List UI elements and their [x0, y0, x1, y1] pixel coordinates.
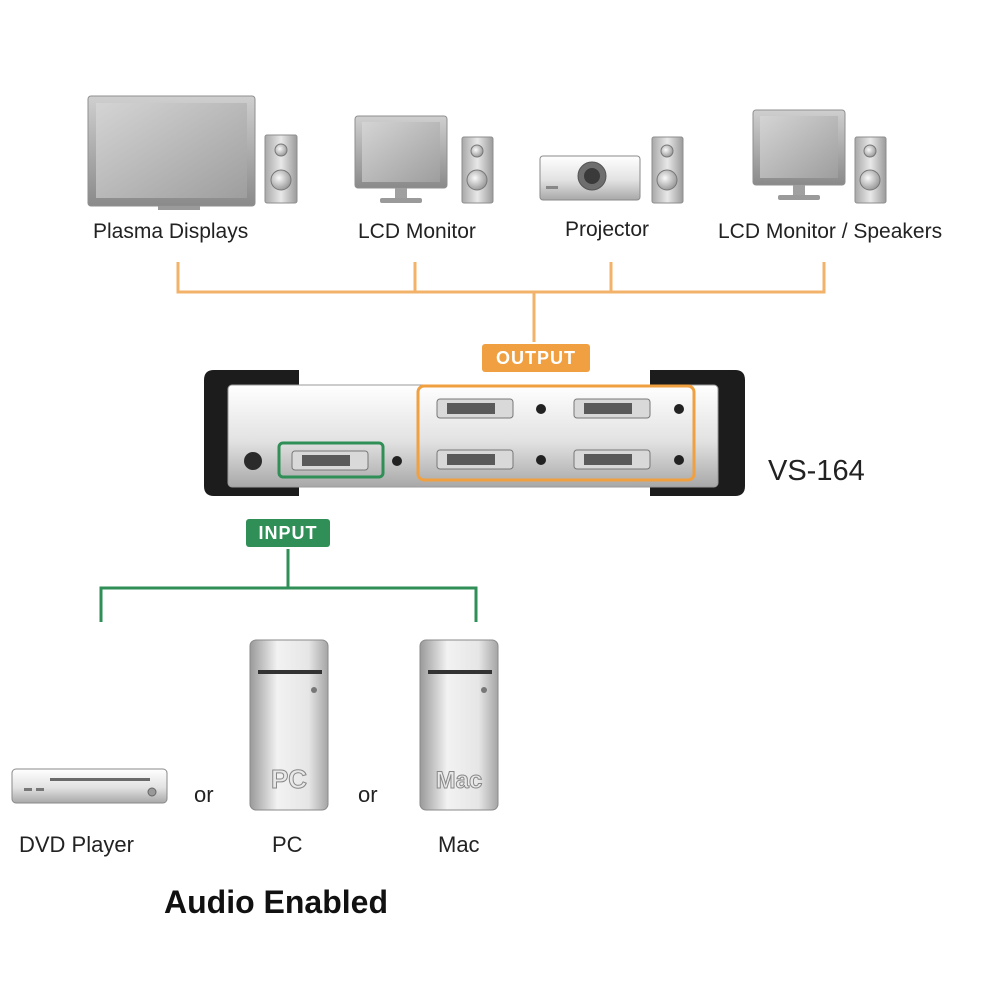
output-connector-lines [176, 262, 826, 342]
output-port-4 [573, 449, 684, 470]
output-port-1 [436, 398, 546, 419]
label-projector: Projector [565, 218, 650, 241]
input-badge: INPUT [246, 519, 330, 547]
footer-title: Audio Enabled [164, 884, 388, 920]
output-port-2 [573, 398, 684, 419]
mac-tower-icon: Mac [419, 639, 499, 811]
label-dvd-player: DVD Player [19, 832, 134, 857]
or-separator-2: or [358, 782, 378, 807]
dvd-player-icon [11, 768, 168, 804]
plasma-display-speaker-icon [87, 95, 298, 210]
label-pc: PC [272, 832, 303, 857]
output-badge: OUTPUT [482, 344, 590, 372]
output-ports [416, 384, 696, 482]
input-connector-lines [99, 549, 478, 622]
input-port [277, 441, 402, 479]
label-plasma-displays: Plasma Displays [93, 220, 249, 243]
or-separator-1: or [194, 782, 214, 807]
output-port-3 [436, 449, 546, 470]
lcd-monitor-speakers-icon [752, 109, 887, 204]
label-lcd-monitor: LCD Monitor [358, 220, 476, 243]
pc-case-label: PC [271, 764, 307, 794]
pc-tower-icon: PC [249, 639, 329, 811]
model-label: VS-164 [768, 455, 865, 487]
mac-case-label: Mac [436, 767, 483, 794]
label-mac: Mac [438, 832, 480, 857]
label-lcd-monitor-speakers: LCD Monitor / Speakers [718, 220, 943, 243]
projector-speaker-icon [539, 136, 684, 204]
lcd-monitor-speaker-icon [354, 115, 494, 204]
